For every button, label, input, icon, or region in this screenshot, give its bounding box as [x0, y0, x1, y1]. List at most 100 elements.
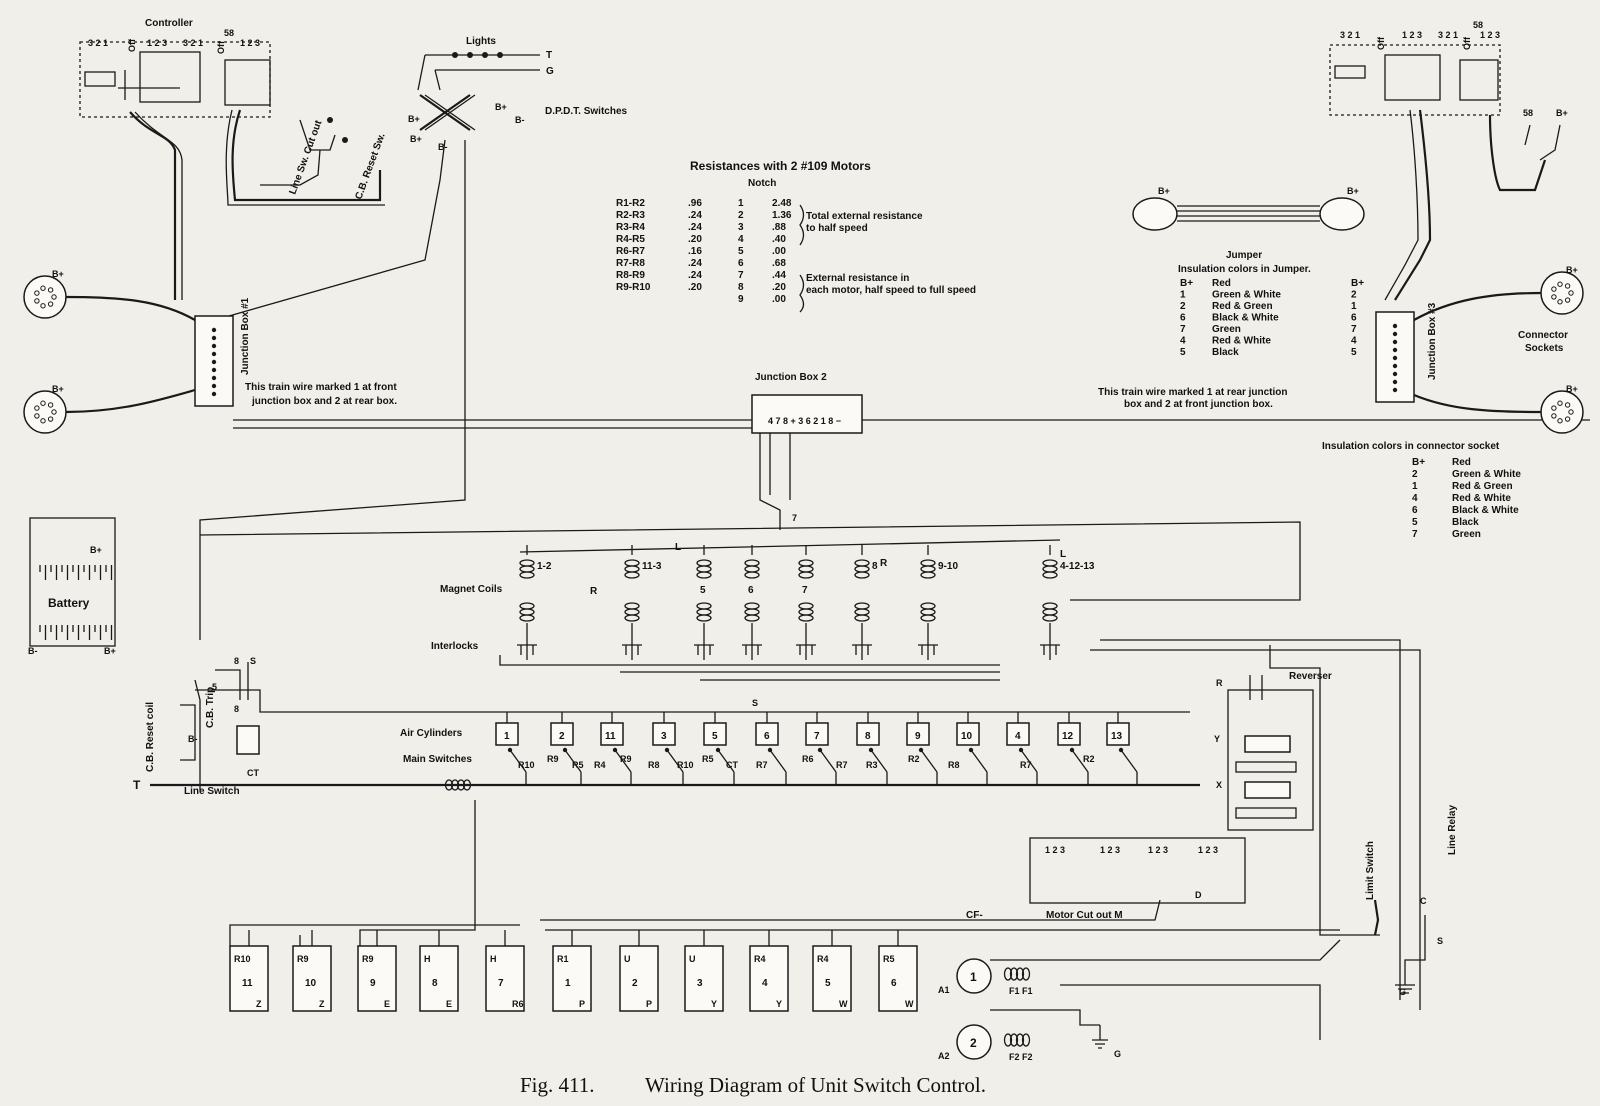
ctrl-right-notch-right: 1 2 3	[1480, 30, 1500, 40]
ctrl-right-bplus: B+	[1556, 108, 1568, 118]
motor-number: 1	[970, 970, 977, 984]
magnet-coil	[744, 565, 760, 573]
magnet-coil-label: 11-3	[642, 561, 662, 572]
motor-field-coil	[1015, 1033, 1025, 1047]
magnet-coil	[798, 571, 814, 579]
magnet-coil	[696, 608, 712, 616]
main-switch-blade	[769, 749, 787, 785]
socket-code: B+	[1412, 457, 1425, 468]
grid-bottom-label: P	[646, 999, 652, 1009]
socket-pin	[51, 294, 57, 300]
grid-top-label: R4	[754, 954, 766, 964]
interlock-contact	[622, 644, 642, 655]
grid-top-label: R1	[557, 954, 569, 964]
cb-trip-line-switch: 8 S 5 8 B- CT C.B. Reset coil C.B. Trip …	[145, 656, 260, 797]
main-switch-blade	[564, 749, 582, 785]
socket-pin	[1564, 297, 1571, 303]
res-pair: R1-R2	[616, 198, 645, 209]
main-switch-blade	[920, 749, 938, 785]
motor-armature	[956, 1024, 992, 1060]
ctrl-right-off: Off	[1376, 36, 1386, 50]
relay-wire-S: S	[1437, 936, 1443, 946]
res-notch: 9	[738, 294, 744, 305]
line-T-label: T	[133, 778, 141, 792]
jumper-bplus-right: B+	[1347, 186, 1359, 196]
cb-terminal-s: S	[250, 656, 256, 666]
air-cylinder-label: 5	[712, 731, 718, 742]
motor-field-coil	[1021, 967, 1031, 981]
res-notch: 7	[738, 270, 744, 281]
jumper-left-code: 6	[1180, 313, 1186, 324]
cutout-123-b: 1 2 3	[1100, 845, 1120, 855]
magnet-coil	[624, 608, 640, 616]
socket-pin	[34, 298, 40, 304]
air-cylinder-label: 6	[764, 731, 770, 742]
socket-right-2-bplus: B+	[1566, 384, 1578, 394]
socket-color: Black & White	[1452, 505, 1519, 516]
grid-number: 8	[432, 978, 438, 989]
wire-S-label: S	[752, 698, 758, 708]
magnet-coil	[854, 608, 870, 616]
main-switch-blade	[717, 749, 735, 785]
res-pair: R3-R4	[616, 222, 645, 233]
socket-left-1-bplus: B+	[52, 269, 64, 279]
grid-number: 10	[305, 978, 317, 989]
main-switch-blade	[970, 749, 988, 785]
connector-sockets-label-2: Sockets	[1525, 343, 1564, 354]
res-ohm: .20	[688, 282, 702, 293]
res-value: .68	[772, 258, 786, 269]
main-switch-pivot	[664, 747, 670, 753]
jbox1-terminal	[211, 383, 217, 389]
grid-top-label: U	[689, 954, 696, 964]
magnet-coil	[854, 559, 870, 567]
socket-pin	[1551, 405, 1557, 411]
motor-field-label: F1 F1	[1009, 986, 1033, 996]
grid-bottom-label: W	[905, 999, 914, 1009]
cb-reset-coil-label: C.B. Reset coil	[145, 702, 156, 772]
grid-bottom-label: Y	[776, 999, 782, 1009]
motor-field-coil	[1003, 967, 1013, 981]
main-switch-label: R5	[572, 760, 584, 770]
reverser-wire-R: R	[1216, 678, 1223, 688]
cb-bminus: B-	[188, 734, 198, 744]
main-switch-label: R8	[648, 760, 660, 770]
interlock-contact	[1040, 644, 1060, 655]
cb-reset-sw-label: C.B. Reset Sw.	[353, 132, 387, 201]
cut-out-switches-left: Line Sw. Cut out C.B. Reset Sw.	[260, 117, 388, 201]
caption-fig: Fig. 411.	[520, 1073, 594, 1097]
magnet-coil	[1042, 614, 1058, 622]
magnet-coil-label: 9-10	[938, 561, 958, 572]
grid-number: 1	[565, 978, 571, 989]
jumper-color: Red	[1212, 278, 1231, 289]
socket-pin	[1557, 299, 1563, 305]
line-switch-label: Line Switch	[184, 786, 240, 797]
battery-bplus-top: B+	[90, 545, 102, 555]
jumper-color: Black & White	[1212, 313, 1279, 324]
wire-L-label: L	[675, 542, 681, 553]
jumper: B+ B+ Jumper Insulation colors in Jumper…	[1132, 186, 1365, 358]
jbox2-terminals: 4 7 8 + 3 6 2 1 8 −	[768, 416, 841, 426]
line-switch-ct: CT	[247, 768, 259, 778]
socket-pin	[1564, 283, 1571, 289]
main-switch-blade	[1120, 749, 1138, 785]
magnet-coil	[696, 614, 712, 622]
wire-L-label-2: L	[1060, 549, 1066, 560]
socket-pin	[40, 303, 46, 309]
socket-pin	[1551, 294, 1557, 300]
res-value: 1.36	[772, 210, 792, 221]
magnet-coil	[624, 571, 640, 579]
magnet-coil	[624, 602, 640, 610]
magnet-coil	[1042, 565, 1058, 573]
air-cylinder-label: 2	[559, 731, 565, 742]
jumper-title: Jumper	[1226, 250, 1262, 261]
magnet-coil	[696, 571, 712, 579]
magnet-coil-label: 7	[802, 585, 808, 596]
magnet-coil	[920, 559, 936, 567]
socket-code: 7	[1412, 529, 1418, 540]
magnet-coil-label: 5	[700, 585, 706, 596]
magnet-coil	[1042, 602, 1058, 610]
dpdt-bminus-r: B-	[515, 115, 525, 125]
resistor-grid	[357, 945, 397, 1012]
jumper-color: Green	[1212, 324, 1241, 335]
main-switch-label: R10	[518, 760, 535, 770]
